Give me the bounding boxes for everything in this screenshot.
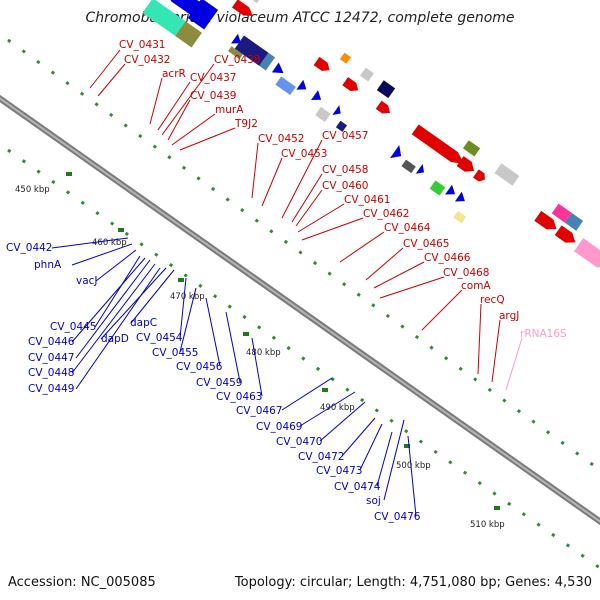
gene-label: rRNA16S bbox=[520, 328, 567, 340]
rrna-leader-line bbox=[505, 337, 523, 391]
feature-track bbox=[142, 0, 600, 274]
reverse-gene-labels: CV_0442 phnA vacJ CV_0445 CV_0446 CV_044… bbox=[6, 242, 421, 523]
gene-label: CV_0473 bbox=[316, 465, 363, 477]
gene-label: murA bbox=[215, 104, 244, 116]
gene-label: CV_0463 bbox=[216, 391, 263, 403]
outer-tick-track bbox=[7, 38, 600, 570]
gene-label: T9J2 bbox=[234, 118, 258, 130]
gene-label: CV_0449 bbox=[28, 383, 75, 395]
gene-label: CV_0455 bbox=[152, 347, 199, 359]
reverse-leader-lines bbox=[51, 237, 417, 517]
major-ticks bbox=[66, 172, 500, 510]
gene-label: argJ bbox=[499, 310, 519, 322]
gene-label: CV_0438 bbox=[214, 54, 261, 66]
kbp-label: 460 kbp bbox=[92, 238, 127, 248]
gene-label: phnA bbox=[34, 259, 62, 271]
gene-label: CV_0472 bbox=[298, 451, 345, 463]
forward-features bbox=[231, 0, 600, 274]
gene-label: CV_0431 bbox=[119, 39, 166, 51]
gene-label: CV_0474 bbox=[334, 481, 381, 493]
gene-label: CV_0465 bbox=[403, 238, 450, 250]
gene-label: CV_0442 bbox=[6, 242, 53, 254]
gene-label: CV_0459 bbox=[196, 377, 243, 389]
gene-label: CV_0452 bbox=[258, 133, 305, 145]
topology-text: Topology: circular; Length: 4,751,080 bp… bbox=[234, 575, 592, 590]
forward-gene-labels: CV_0431 CV_0432 acrR CV_0438 CV_0437 CV_… bbox=[119, 39, 567, 340]
gene-label: CV_0457 bbox=[322, 130, 369, 142]
accession-text: Accession: NC_005085 bbox=[8, 575, 156, 590]
gene-label: CV_0454 bbox=[136, 332, 183, 344]
gene-label: CV_0460 bbox=[322, 180, 369, 192]
gene-label: CV_0445 bbox=[50, 321, 97, 333]
gene-label: CV_0439 bbox=[190, 90, 237, 102]
gene-label: dapC bbox=[130, 317, 157, 329]
gene-label: comA bbox=[461, 280, 491, 292]
gene-label: CV_0461 bbox=[344, 194, 391, 206]
reverse-features bbox=[142, 0, 467, 224]
gene-label: CV_0469 bbox=[256, 421, 303, 433]
kbp-label: 450 kbp bbox=[15, 185, 50, 195]
kbp-label: 510 kbp bbox=[470, 520, 505, 530]
kbp-label: 480 kbp bbox=[246, 348, 281, 358]
gene-label: dapD bbox=[101, 333, 129, 345]
gene-label: CV_0448 bbox=[28, 367, 75, 379]
gene-label: CV_0470 bbox=[276, 436, 323, 448]
gene-label: CV_0456 bbox=[176, 361, 223, 373]
gene-label: CV_0476 bbox=[374, 511, 421, 523]
gene-label: CV_0447 bbox=[28, 352, 75, 364]
gene-label: soj bbox=[366, 495, 381, 507]
gene-label: CV_0462 bbox=[363, 208, 410, 220]
gene-label: CV_0468 bbox=[443, 267, 490, 279]
kbp-label: 470 kbp bbox=[170, 292, 205, 302]
gene-label: recQ bbox=[480, 294, 505, 306]
gene-label: CV_0467 bbox=[236, 405, 283, 417]
gene-label: CV_0446 bbox=[28, 336, 75, 348]
kbp-label: 500 kbp bbox=[396, 461, 431, 471]
gene-label: CV_0458 bbox=[322, 164, 369, 176]
gene-label: vacJ bbox=[76, 275, 98, 287]
gene-label: CV_0466 bbox=[424, 252, 471, 264]
kbp-label: 490 kbp bbox=[320, 403, 355, 413]
gene-label: acrR bbox=[162, 68, 186, 80]
gene-label: CV_0453 bbox=[281, 148, 328, 160]
gene-label: CV_0464 bbox=[384, 222, 431, 234]
gene-label: CV_0432 bbox=[124, 54, 171, 66]
forward-leader-lines bbox=[89, 49, 501, 383]
gene-label: CV_0437 bbox=[190, 72, 237, 84]
